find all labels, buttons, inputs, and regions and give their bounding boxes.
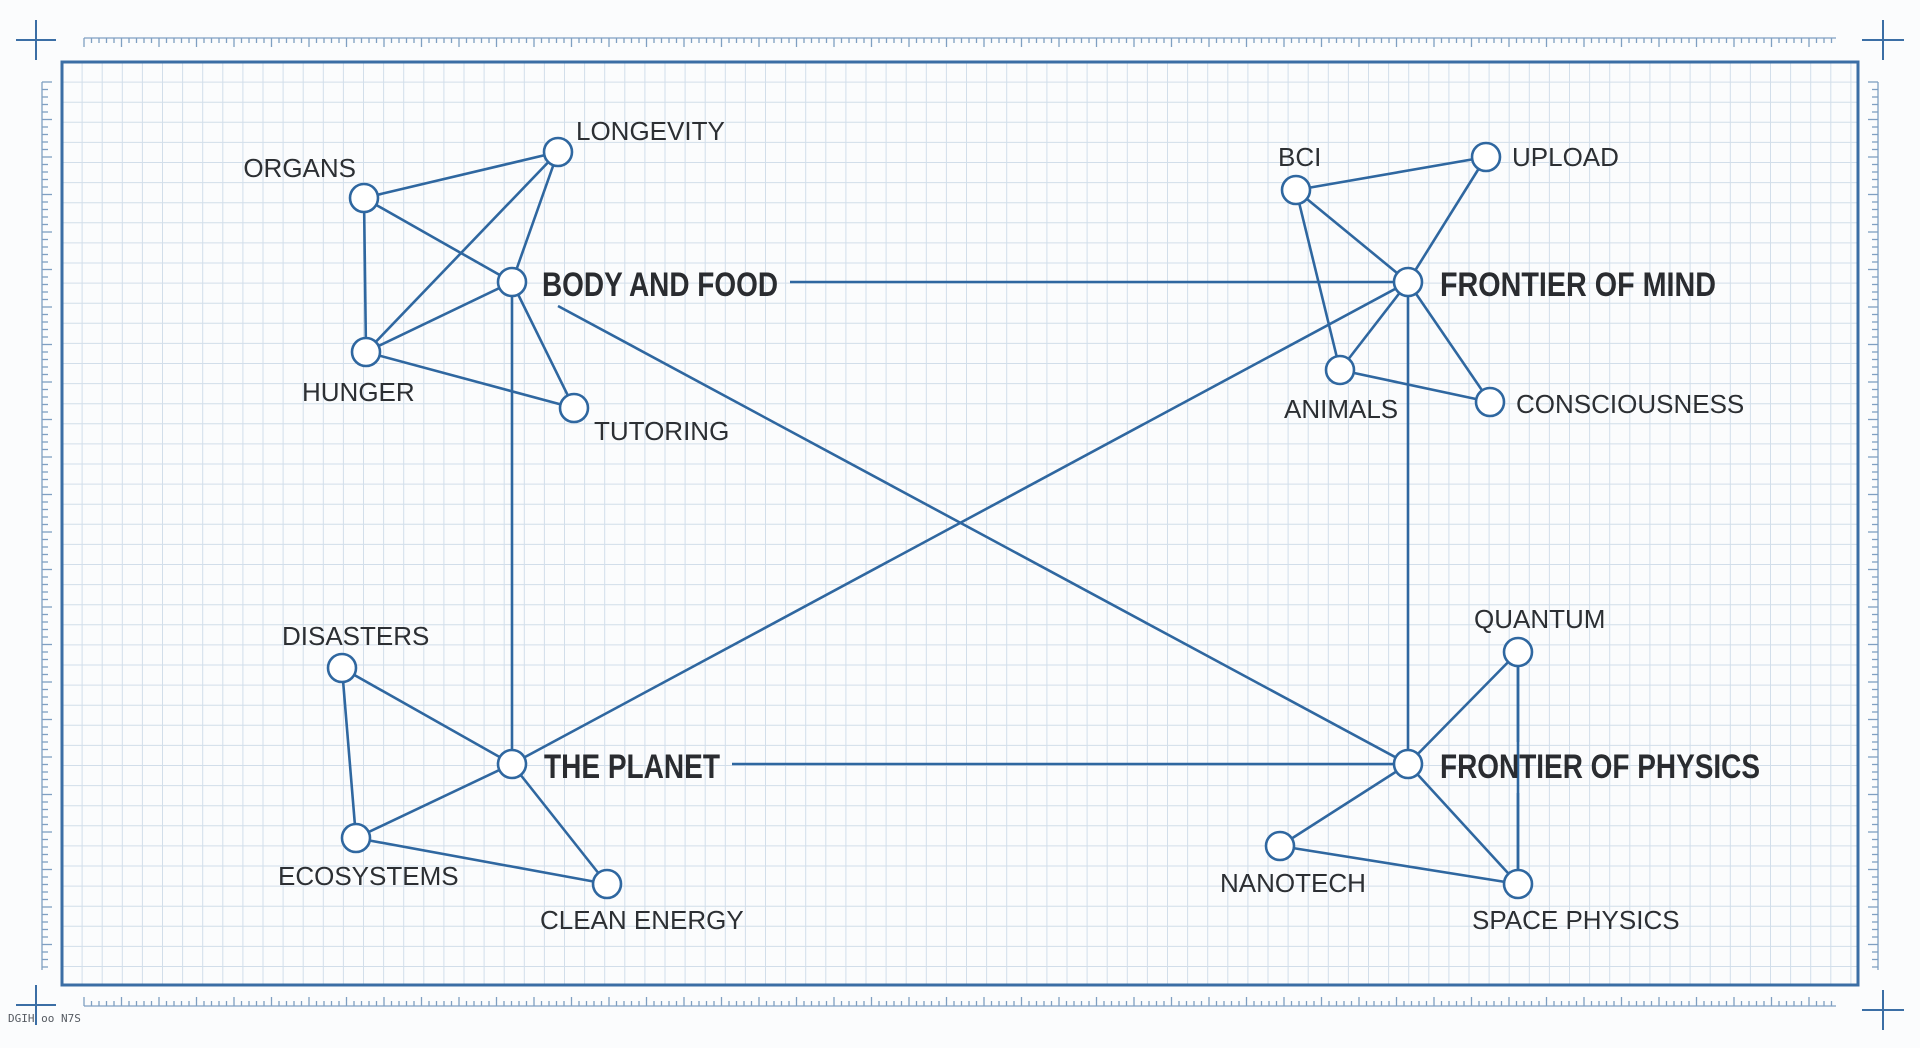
- edge-mind-consciousness: [1406, 281, 1492, 403]
- node-label-quantum: QUANTUM: [1474, 604, 1605, 634]
- edge-ecosystems-clean_energy: [355, 836, 608, 886]
- node-mind[interactable]: [1392, 266, 1424, 298]
- edge-longevity-hunger: [365, 151, 559, 353]
- edge-physics-nanotech: [1279, 762, 1409, 848]
- ruler-ticks: [41, 37, 1879, 1007]
- edge-disasters-planet: [341, 666, 513, 766]
- node-label-consciousness: CONSCIOUSNESS: [1516, 389, 1744, 419]
- node-organs[interactable]: [348, 182, 380, 214]
- edge-mind-animals: [1338, 281, 1410, 371]
- node-ecosystems[interactable]: [340, 822, 372, 854]
- node-body[interactable]: [496, 266, 528, 298]
- node-label-clean_energy: CLEAN ENERGY: [540, 905, 744, 935]
- node-label-animals: ANIMALS: [1284, 394, 1398, 424]
- node-longevity[interactable]: [542, 136, 574, 168]
- hub-label-body: BODY AND FOOD: [542, 266, 778, 304]
- node-nanotech[interactable]: [1264, 830, 1296, 862]
- hub-label-physics: FRONTIER OF PHYSICS: [1440, 748, 1760, 786]
- edge-longevity-body: [510, 151, 560, 283]
- node-physics[interactable]: [1392, 748, 1424, 780]
- nodes-layer: [326, 136, 1534, 900]
- labels-layer: BODY AND FOOD FRONTIER OF MIND THE PLANET F…: [243, 116, 1760, 935]
- edge-animals-consciousness: [1339, 368, 1491, 404]
- edge-body-physics: [557, 304, 1409, 766]
- node-label-longevity: LONGEVITY: [576, 116, 725, 146]
- node-label-ecosystems: ECOSYSTEMS: [278, 861, 459, 891]
- node-tutoring[interactable]: [558, 392, 590, 424]
- node-disasters[interactable]: [326, 652, 358, 684]
- node-space_physics[interactable]: [1502, 868, 1534, 900]
- node-quantum[interactable]: [1502, 636, 1534, 668]
- node-label-hunger: HUNGER: [302, 377, 415, 407]
- node-label-disasters: DISASTERS: [282, 621, 429, 651]
- node-label-nanotech: NANOTECH: [1220, 868, 1366, 898]
- node-label-bci: BCI: [1278, 142, 1321, 172]
- corner-crosshairs: [16, 20, 1904, 1030]
- edge-hunger-tutoring: [365, 350, 575, 410]
- edge-body-tutoring: [510, 281, 576, 409]
- node-label-upload: UPLOAD: [1512, 142, 1619, 172]
- edge-disasters-ecosystems: [340, 667, 358, 839]
- edge-organs-body: [363, 196, 513, 284]
- node-label-tutoring: TUTORING: [594, 416, 729, 446]
- edge-bci-upload: [1295, 155, 1487, 192]
- edge-upload-mind: [1406, 156, 1488, 283]
- blueprint-frame: [60, 60, 1860, 987]
- node-upload[interactable]: [1470, 141, 1502, 173]
- edge-bci-mind: [1295, 188, 1409, 284]
- hub-label-mind: FRONTIER OF MIND: [1440, 266, 1716, 304]
- edge-hunger-body: [365, 280, 513, 354]
- grid-background: [61, 61, 1858, 985]
- edge-planet-mind: [511, 280, 1409, 766]
- node-animals[interactable]: [1324, 354, 1356, 386]
- node-planet[interactable]: [496, 748, 528, 780]
- edges-layer: [340, 150, 1520, 886]
- node-bci[interactable]: [1280, 174, 1312, 206]
- node-consciousness[interactable]: [1474, 386, 1506, 418]
- node-label-organs: ORGANS: [243, 153, 356, 183]
- hub-label-planet: THE PLANET: [544, 748, 720, 786]
- edge-bci-animals: [1294, 189, 1342, 371]
- edge-planet-clean_energy: [510, 763, 609, 885]
- node-clean_energy[interactable]: [591, 868, 623, 900]
- node-hunger[interactable]: [350, 336, 382, 368]
- corner-mark: DGIH oo N7S: [8, 1012, 81, 1025]
- edge-quantum-physics: [1407, 651, 1519, 765]
- edge-physics-space_physics: [1407, 763, 1519, 885]
- edge-nanotech-space_physics: [1279, 844, 1519, 886]
- edge-organs-hunger: [362, 197, 368, 353]
- edge-organs-longevity: [363, 150, 559, 200]
- node-label-space_physics: SPACE PHYSICS: [1472, 905, 1680, 935]
- edge-ecosystems-planet: [355, 762, 513, 840]
